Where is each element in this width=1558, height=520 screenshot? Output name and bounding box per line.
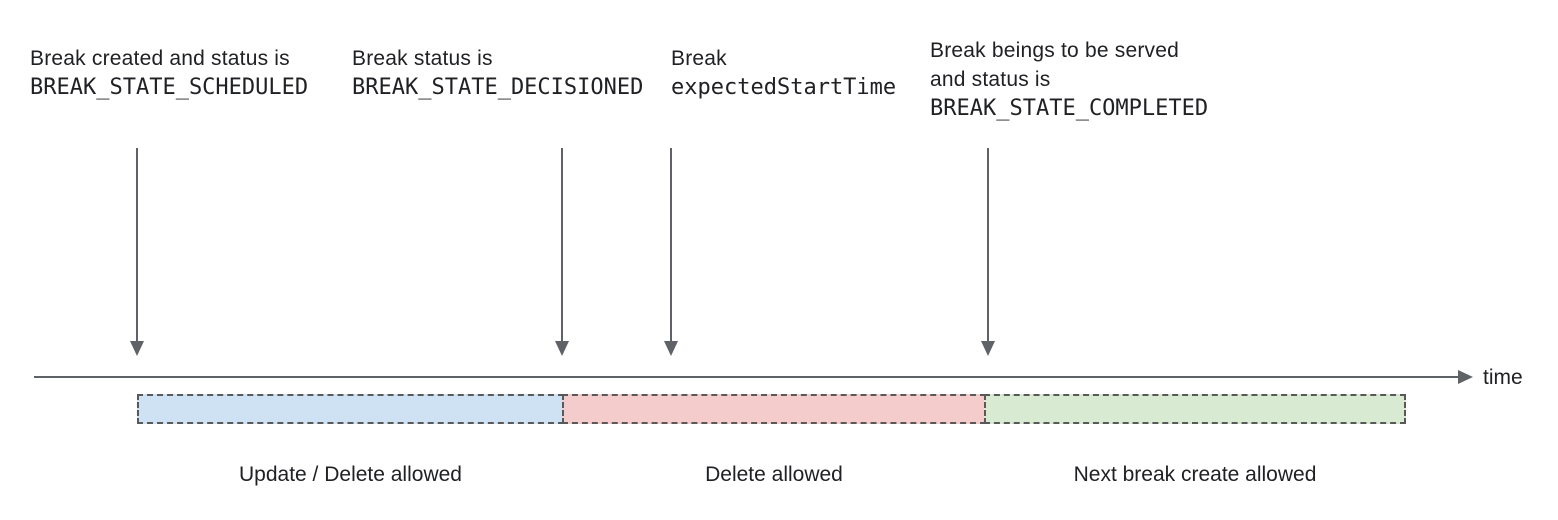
arrow-shaft [670, 148, 672, 341]
annotation-break-decisioned: Break status is BREAK_STATE_DECISIONED [352, 44, 643, 102]
annotation-code-text: BREAK_STATE_COMPLETED [930, 96, 1209, 121]
annotation-code-text: BREAK_STATE_SCHEDULED [30, 75, 309, 100]
segment-update-delete-allowed [137, 394, 564, 424]
arrow-head-icon [981, 341, 995, 356]
time-axis-arrowhead-icon [1458, 370, 1473, 384]
arrow-shaft [561, 148, 563, 341]
annotation-text: and status is [930, 68, 1051, 91]
annotation-code-text: expectedStartTime [671, 75, 897, 100]
arrow-head-icon [130, 341, 144, 356]
arrow-shaft [987, 148, 989, 341]
segment-label-update-delete: Update / Delete allowed [239, 463, 462, 486]
segment-label-next-break: Next break create allowed [1073, 463, 1317, 486]
annotation-break-scheduled: Break created and status is BREAK_STATE_… [30, 44, 308, 102]
arrow-head-icon [555, 341, 569, 356]
time-axis-label: time [1483, 366, 1523, 389]
arrow-head-icon [664, 341, 678, 356]
annotation-text: Break beings to be served [930, 39, 1179, 62]
segment-next-break-create-allowed [984, 394, 1406, 424]
annotation-text: Break status is [352, 47, 493, 70]
arrow-shaft [136, 148, 138, 341]
annotation-code-text: BREAK_STATE_DECISIONED [352, 75, 644, 100]
segment-label-delete: Delete allowed [705, 463, 843, 486]
annotation-break-completed: Break beings to be served and status is … [930, 36, 1208, 123]
annotation-expected-start-time: Break expectedStartTime [671, 44, 896, 102]
segment-delete-allowed [562, 394, 986, 424]
time-axis [34, 376, 1458, 378]
annotation-text: Break [671, 47, 727, 70]
annotation-text: Break created and status is [30, 47, 290, 70]
